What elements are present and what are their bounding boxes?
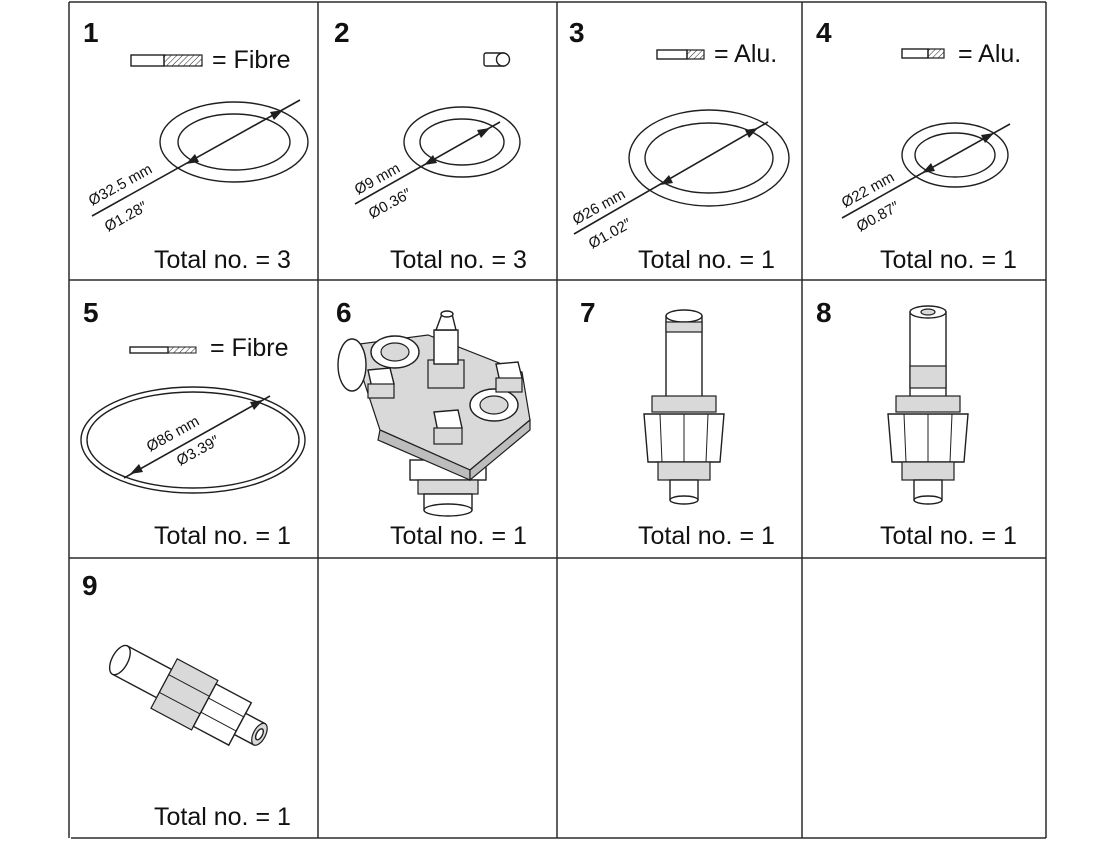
total-count: Total no. = 1 [638,522,775,550]
gasket-ring-drawing [841,122,1011,219]
item-number: 6 [336,297,352,328]
total-count: Total no. = 1 [638,246,775,274]
bolt [433,409,463,445]
item-number: 5 [83,297,99,328]
armature-tube-drawing [643,309,725,505]
gasket-ring-drawing [91,99,309,217]
dimension-inch: Ø1.28″ [102,198,151,236]
item-number: 8 [816,297,832,328]
cell-2-o-ring: 2 Ø9 mm Ø0.36″ Total no. = 3 [334,17,527,274]
total-count: Total no. = 1 [390,522,527,550]
gasket-ring-drawing [573,109,790,235]
gasket-ring-drawing [80,386,306,494]
total-count: Total no. = 1 [154,803,291,831]
cell-8-armature-tube: 8 Total no. = 1 [816,297,1017,550]
o-ring-section-symbol [483,52,511,67]
item-number: 9 [82,570,98,601]
total-count: Total no. = 1 [880,522,1017,550]
o-ring-drawing [354,106,521,205]
item-number: 1 [83,17,99,48]
total-count: Total no. = 3 [154,246,291,274]
alu-material-symbol [901,48,945,59]
bolt [495,361,523,393]
cell-4-alu-gasket: 4 = Alu. Ø22 mm Ø0.87″ Total no. = 1 [816,17,1021,274]
item-number: 4 [816,17,832,48]
fibre-material-symbol [130,54,203,67]
dimension-mm: Ø32.5 mm [86,161,155,210]
material-label: = Fibre [210,334,289,362]
cell-5-fibre-gasket: 5 = Fibre Ø86 mm Ø3.39″ Total no. = 1 [80,297,306,550]
fibre-material-symbol [129,346,197,354]
total-count: Total no. = 1 [154,522,291,550]
armature-tube-drawing [887,305,969,505]
item-number: 3 [569,17,585,48]
cell-9-connector-fitting: 9 Total no. = 1 [82,570,291,831]
cell-3-alu-gasket: 3 = Alu. Ø26 mm Ø1.02″ Total no. = 1 [569,17,790,274]
cell-6-valve-cover: 6 [336,297,531,550]
valve-cover-drawing [337,310,531,517]
cell-7-armature-tube: 7 Total no. = 1 [580,297,775,550]
cell-1-fibre-gasket: 1 = Fibre Ø32.5 mm Ø1.28″ Total no. = 3 [83,17,309,274]
dimension-inch: Ø1.02″ [586,215,635,253]
item-number: 7 [580,297,596,328]
total-count: Total no. = 3 [390,246,527,274]
material-label: = Alu. [714,40,777,68]
material-label: = Fibre [212,46,291,74]
alu-material-symbol [656,49,705,60]
bolt [367,367,395,399]
connector-fitting-drawing [108,644,268,747]
total-count: Total no. = 1 [880,246,1017,274]
material-label: = Alu. [958,40,1021,68]
item-number: 2 [334,17,350,48]
parts-grid [68,1,1047,839]
